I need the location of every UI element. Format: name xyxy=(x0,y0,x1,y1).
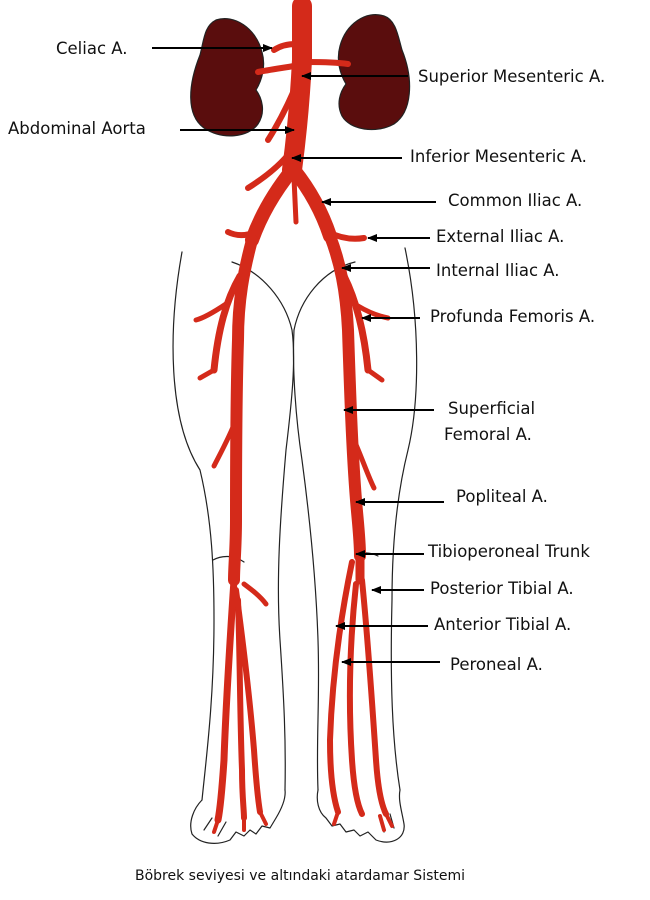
superior-mesenteric-artery xyxy=(265,73,303,143)
label-external-iliac: External Iliac A. xyxy=(436,227,564,246)
renal-artery-right xyxy=(305,59,351,67)
profunda-femoris-left xyxy=(210,272,244,374)
label-peroneal: Peroneal A. xyxy=(450,655,543,674)
renal-artery-left xyxy=(255,63,297,75)
label-superficial-femoral-1: Superficial xyxy=(448,399,535,418)
labels: Celiac A. Superior Mesenteric A. Abdomin… xyxy=(8,39,605,674)
figure-caption: Böbrek seviyesi ve altındaki atardamar S… xyxy=(134,868,466,884)
pointer-lines xyxy=(152,44,444,666)
label-anterior-tibial: Anterior Tibial A. xyxy=(434,615,571,634)
label-superficial-femoral-2: Femoral A. xyxy=(444,425,532,444)
celiac-artery xyxy=(271,41,299,53)
superficial-femoral-left xyxy=(228,234,258,586)
label-tibioperoneal-trunk: Tibioperoneal Trunk xyxy=(427,542,590,561)
anterior-tibial-right xyxy=(327,559,355,815)
label-celiac: Celiac A. xyxy=(56,39,128,58)
posterior-tibial-right xyxy=(359,577,389,817)
label-popliteal: Popliteal A. xyxy=(456,487,548,506)
kidney-left xyxy=(190,18,265,137)
inferior-mesenteric-artery xyxy=(245,147,295,191)
peroneal-right xyxy=(346,581,365,817)
leg-outline xyxy=(172,247,418,844)
label-superior-mesenteric: Superior Mesenteric A. xyxy=(418,67,605,86)
profunda-femoris-right xyxy=(340,272,372,374)
label-common-iliac: Common Iliac A. xyxy=(448,191,582,210)
label-inferior-mesenteric: Inferior Mesenteric A. xyxy=(410,147,587,166)
label-posterior-tibial: Posterior Tibial A. xyxy=(430,579,574,598)
label-profunda-femoris: Profunda Femoris A. xyxy=(430,307,595,326)
internal-iliac-left xyxy=(225,229,259,238)
kidney-right xyxy=(337,14,411,131)
label-internal-iliac: Internal Iliac A. xyxy=(436,261,560,280)
label-abdominal-aorta: Abdominal Aorta xyxy=(8,119,146,138)
